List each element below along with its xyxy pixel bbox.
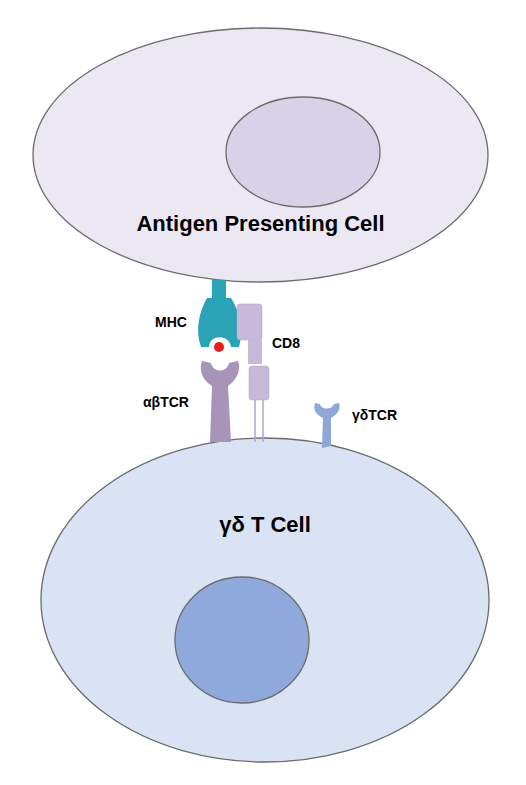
- gd-tcr-receptor: [314, 403, 339, 448]
- ab-tcr-receptor: [201, 361, 239, 442]
- cd8-stem: [254, 400, 256, 442]
- cell-membrane: [41, 438, 489, 762]
- peptide-pocket: [210, 338, 228, 356]
- cell-name: Antigen Presenting Cell: [32, 211, 489, 237]
- cell-membrane: [33, 28, 488, 282]
- molecule-label: MHC: [155, 314, 187, 330]
- cd8-upper-domain: [237, 304, 262, 340]
- mhc-molecule: [198, 298, 241, 347]
- molecule-label: αβTCR: [143, 394, 189, 410]
- peptide-antigen: [214, 342, 224, 352]
- cell-name: γδ T Cell: [40, 512, 490, 538]
- molecule-label: γδTCR: [352, 407, 397, 423]
- cd8-lower-domain: [249, 366, 269, 400]
- cell-nucleus: [226, 97, 380, 207]
- cell-node: γδ T Cell: [40, 437, 490, 763]
- cell-nucleus: [175, 577, 309, 703]
- cd8-stem: [262, 400, 264, 442]
- cell-node: Antigen Presenting Cell: [32, 27, 489, 283]
- cd8-hinge: [248, 340, 262, 364]
- cell-outline: [32, 27, 489, 283]
- cell-outline: [40, 437, 490, 763]
- mhc-stalk: [212, 280, 226, 302]
- molecule-label: CD8: [272, 335, 300, 351]
